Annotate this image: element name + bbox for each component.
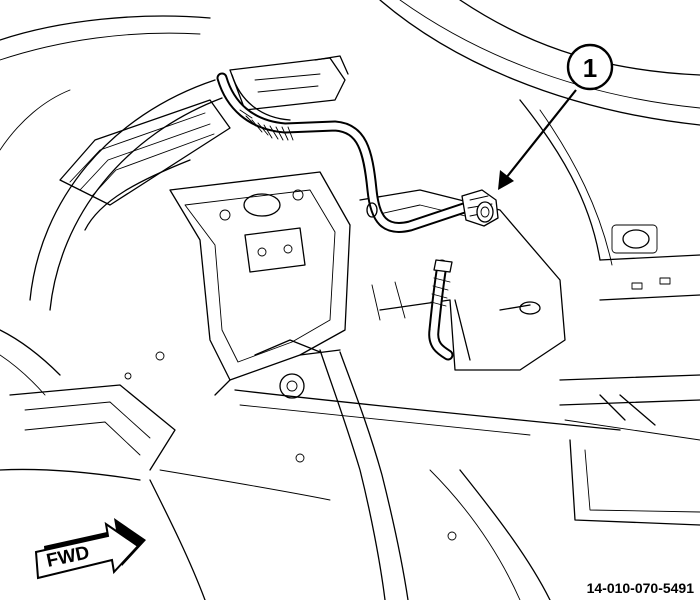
upper-bracket-assembly [59, 55, 349, 206]
upper-hose [216, 72, 476, 233]
floor-pan [149, 339, 700, 600]
fwd-arrow-icon: FWD [34, 518, 146, 580]
hose-connector [461, 189, 499, 227]
right-upper-body-panel [379, 0, 700, 301]
wheel-well-arch [29, 79, 223, 311]
hose-sleeve-ribs [239, 109, 294, 141]
callout-circle-icon [566, 43, 614, 91]
center-crossmember [169, 171, 351, 396]
figure-id: 14-010-070-5491 [586, 580, 694, 596]
callout-number: 1 [583, 53, 597, 83]
right-side-bracket [359, 189, 566, 371]
left-body-panel [0, 15, 211, 481]
callout-1: 1 [498, 43, 614, 190]
lower-hose [428, 259, 454, 361]
